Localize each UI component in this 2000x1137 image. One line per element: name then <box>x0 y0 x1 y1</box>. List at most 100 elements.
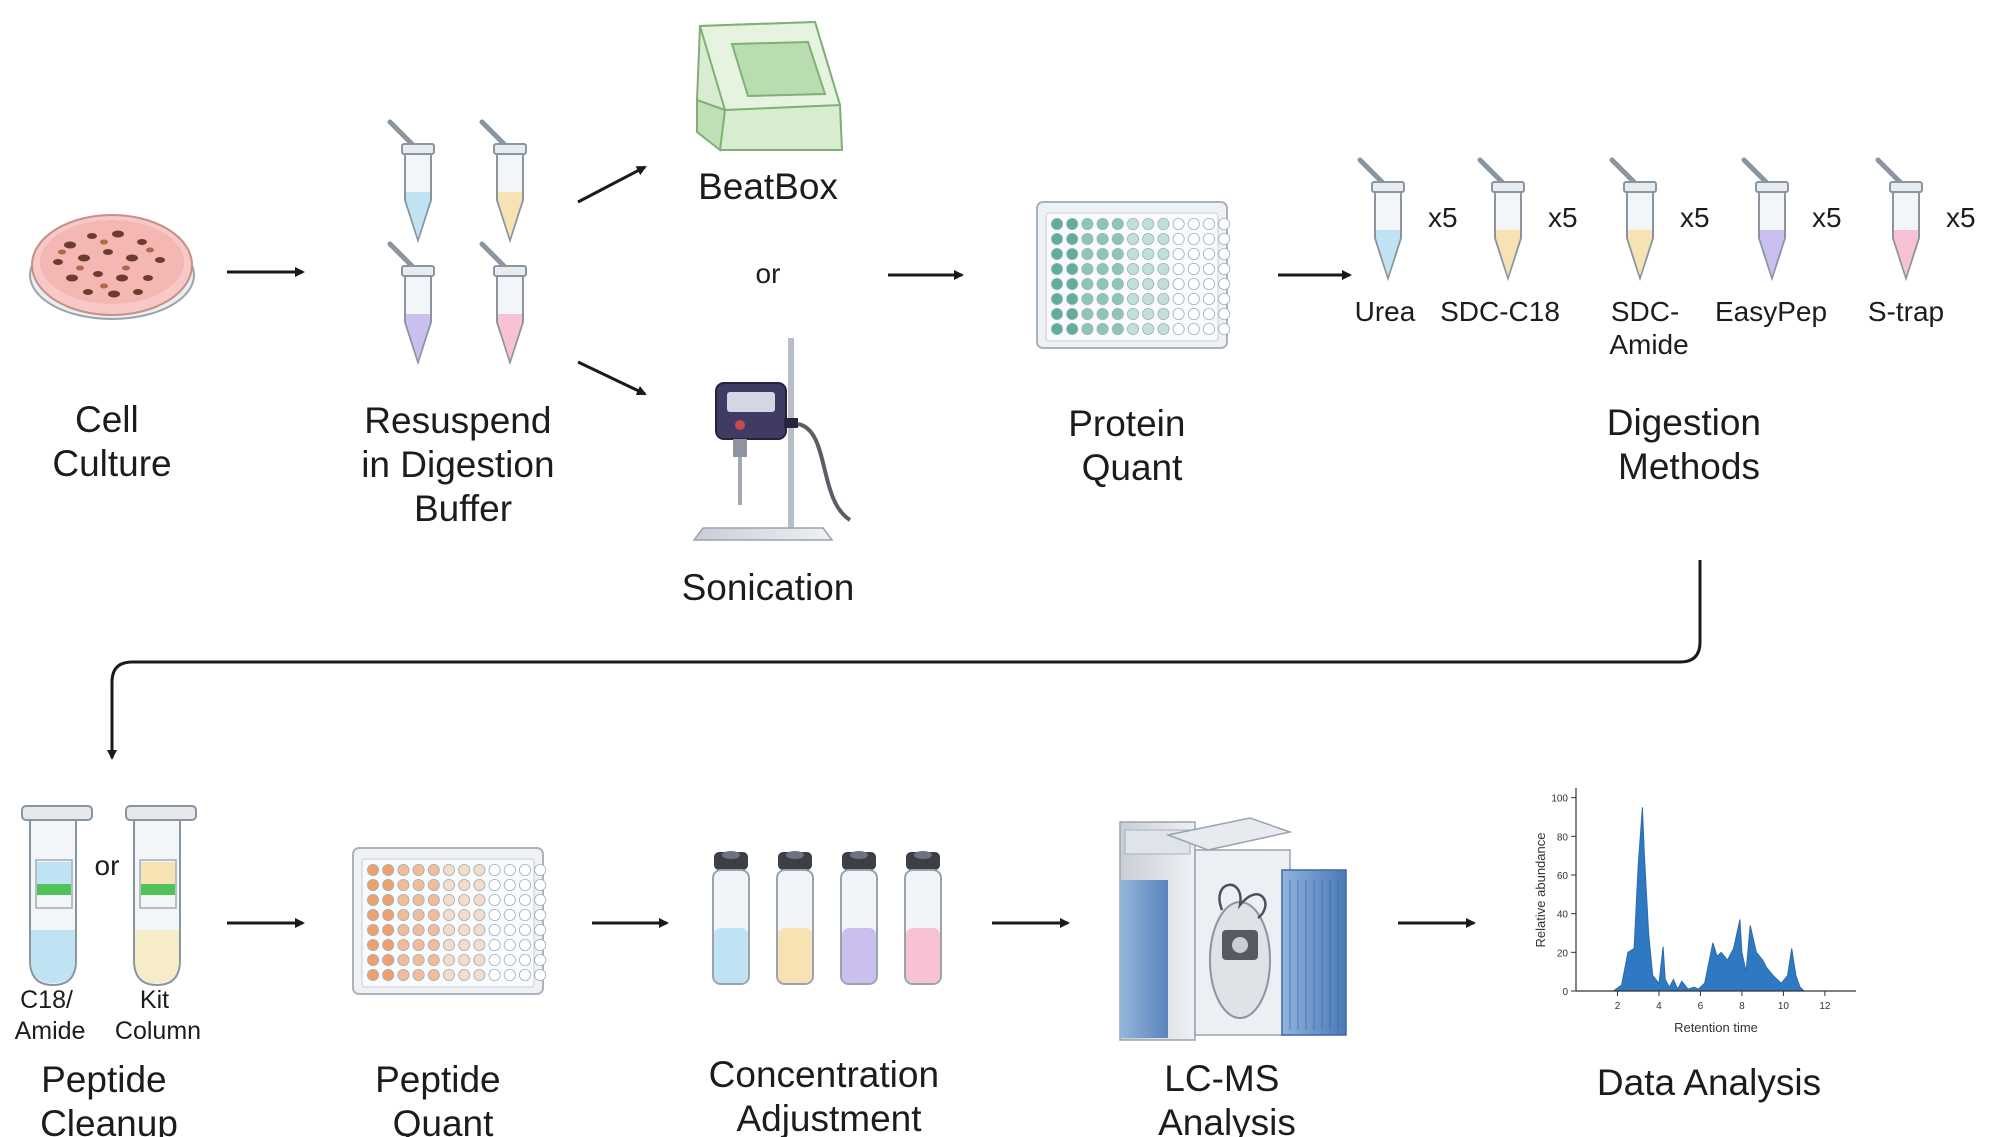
plate-well <box>1081 292 1094 305</box>
plate-well <box>1111 247 1124 260</box>
plate-well <box>382 924 395 937</box>
plate-well <box>534 969 547 982</box>
multiplier-strap: x5 <box>1946 202 1976 233</box>
plate-well <box>1218 277 1231 290</box>
plate-well <box>1051 277 1064 290</box>
kit-column-label: Kit Column <box>115 986 201 1045</box>
plate-well <box>1066 247 1079 260</box>
arrow-resuspend-to-beatbox <box>577 165 647 204</box>
multiplier-easypep: x5 <box>1812 202 1842 233</box>
plate-well <box>427 909 440 922</box>
plate-well <box>1096 277 1109 290</box>
y-axis-label: Relative abundance <box>1533 833 1548 948</box>
tube-yellow-icon <box>479 119 527 244</box>
plate-well <box>1142 247 1155 260</box>
plate-well <box>1203 322 1216 335</box>
plate-well <box>1172 217 1185 230</box>
plate-well <box>442 894 455 907</box>
plate-well <box>366 894 379 907</box>
plate-well <box>382 864 395 877</box>
lcms-instrument-icon <box>1119 817 1347 1041</box>
plate-well <box>1172 262 1185 275</box>
plate-well <box>1203 307 1216 320</box>
plate-well <box>427 954 440 967</box>
plate-well <box>442 969 455 982</box>
plate-well <box>458 954 471 967</box>
method-strap: x5 S-trap <box>1868 157 1976 327</box>
plate-well <box>519 879 532 892</box>
plate-well <box>1127 292 1140 305</box>
sonication-label: Sonication <box>682 567 855 608</box>
plate-well <box>1096 217 1109 230</box>
x-tick-label: 10 <box>1778 1001 1790 1012</box>
plate-well <box>427 969 440 982</box>
plate-well <box>1066 307 1079 320</box>
plate-well <box>1051 262 1064 275</box>
plate-well <box>1187 217 1200 230</box>
vial-purple-icon <box>840 851 878 985</box>
plate-well <box>519 969 532 982</box>
plate-well <box>366 924 379 937</box>
plate-well <box>488 969 501 982</box>
arrow-digestion-to-cleanup <box>107 560 1702 760</box>
plate-well <box>1066 292 1079 305</box>
resuspend-tubes-icon <box>387 119 527 366</box>
tube-pink-icon <box>479 241 527 366</box>
lcms-label: LC-MS Analysis <box>1158 1058 1296 1137</box>
tube-urea-icon <box>1357 157 1405 282</box>
plate-well <box>473 954 486 967</box>
plate-well <box>1127 322 1140 335</box>
plate-well <box>1203 292 1216 305</box>
plate-well <box>1051 322 1064 335</box>
method-easypep-label: EasyPep <box>1715 296 1827 327</box>
or-label-lysis: or <box>756 258 781 289</box>
plate-well <box>366 909 379 922</box>
plate-well <box>488 894 501 907</box>
tube-sdc-amide-icon <box>1609 157 1657 282</box>
plate-well <box>1081 277 1094 290</box>
plate-well <box>1203 262 1216 275</box>
or-label-cleanup: or <box>95 850 120 881</box>
plate-well <box>458 864 471 877</box>
plate-well <box>503 894 516 907</box>
plate-well <box>1127 277 1140 290</box>
c18-amide-label: C18/ Amide <box>15 986 86 1045</box>
plate-well <box>458 879 471 892</box>
plate-well <box>427 894 440 907</box>
plate-well <box>1187 247 1200 260</box>
plate-well <box>1096 247 1109 260</box>
plate-well <box>1081 307 1094 320</box>
plate-well <box>412 954 425 967</box>
concentration-label: Concentration Adjustment <box>709 1054 950 1137</box>
plate-well <box>1081 217 1094 230</box>
plate-well <box>534 954 547 967</box>
plate-well <box>1127 262 1140 275</box>
plate-well <box>382 969 395 982</box>
plate-well <box>458 909 471 922</box>
plate-well <box>1203 232 1216 245</box>
plate-well <box>1142 262 1155 275</box>
plate-well <box>1051 217 1064 230</box>
y-tick-label: 0 <box>1562 987 1568 998</box>
plate-well <box>442 924 455 937</box>
plate-well <box>1096 322 1109 335</box>
plate-well <box>1096 307 1109 320</box>
plate-well <box>1203 217 1216 230</box>
sonicator-icon <box>692 338 852 541</box>
chromatogram-series <box>1611 807 1805 992</box>
method-strap-label: S-trap <box>1868 296 1944 327</box>
flow-arrows <box>107 165 1702 928</box>
plate-well <box>1157 292 1170 305</box>
peptide-quant-label: Peptide Quant <box>375 1059 511 1137</box>
plate-well <box>488 924 501 937</box>
plate-well <box>397 969 410 982</box>
plate-well <box>412 864 425 877</box>
plate-well <box>519 894 532 907</box>
plate-well <box>1172 322 1185 335</box>
plate-well <box>427 864 440 877</box>
plate-well <box>442 909 455 922</box>
plate-well <box>1187 307 1200 320</box>
